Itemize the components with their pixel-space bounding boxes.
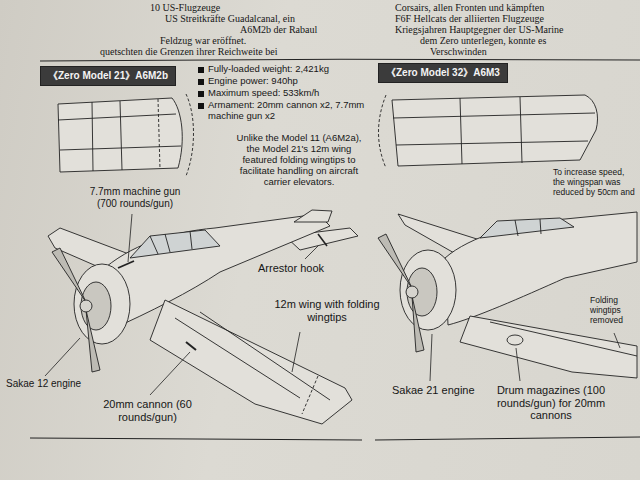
body-text: Corsairs, allen Fronten und kämpften [395,2,635,14]
leader-line [430,334,432,381]
wing-planform [392,95,598,166]
propeller [52,248,100,372]
body-text: Verschwinden [430,46,550,58]
body-text: A6M2b der Rabaul [240,24,360,36]
callout-label: Folding wingtips removed [590,296,636,325]
leader-line [292,332,300,372]
body-text: F6F Hellcats der alliierten Flugzeuge [395,13,635,25]
header-band: 《Zero Model 21》A6M2b [40,66,176,86]
propeller [378,234,424,352]
callout-label: Drum magazines (100 rounds/gun) for 20mm… [488,384,614,422]
arrestor-hook [318,234,327,246]
callout-label: Sakae 12 engine [6,378,98,390]
spec-item: Engine power: 940hp [198,76,370,87]
callout-label: Sakae 21 engine [392,384,492,397]
rule-line [40,59,640,61]
rule-line [30,438,362,440]
canopy-frame [150,231,192,254]
header-text: 《Zero Model 32》A6M3 [386,66,500,80]
tail-fin [294,210,332,222]
note-text: Unlike the Model 11 (A6M2a), the Model 2… [236,133,362,188]
rule-line [375,437,640,440]
leader-line [128,214,132,262]
callout-label: 12m wing with folding wingtips [268,298,386,323]
spec-item: Armament: 20mm cannon x2, 7.7mm machine … [198,100,370,122]
body-text: quetschten die Grenzen ihrer Reichweite … [100,46,350,58]
fold-line [302,376,318,414]
fuselage [445,212,637,325]
body-text: dem Zero unterlegen, konnte es [420,35,630,47]
panel-line [490,322,637,356]
callout-label: 7.7mm machine gun (700 rounds/gun) [80,186,190,209]
spinner [406,286,418,298]
engine-cowling [74,264,130,344]
leader-line [516,348,520,381]
note-text: To increase speed, the wingspan was redu… [553,168,637,197]
cannon-barrel [186,342,196,350]
wingtip-outline [186,94,194,176]
canopy [480,218,574,238]
spinner [80,300,92,312]
near-wing [460,316,637,378]
machine-gun [118,261,134,268]
spec-item: Maximum speed: 533km/h [198,88,370,99]
drum-magazine [507,335,523,345]
panel-line [58,101,181,171]
cowling-intake [81,282,111,330]
leader-line [614,333,620,348]
panel-line [393,97,595,164]
fold-line [158,99,160,169]
leader-line [45,338,80,376]
canopy [130,230,220,258]
header-band: 《Zero Model 32》A6M3 [378,63,508,83]
leader-line [305,246,318,259]
callout-label: Arrestor hook [258,262,348,275]
engine-cowling [400,250,456,330]
header-text: 《Zero Model 21》A6M2b [48,69,168,83]
wing-planform [58,98,182,172]
canopy-frame [515,219,541,236]
body-text: 10 US-Flugzeuge [150,2,350,14]
spec-item: Fully-loaded weight: 2,421kg [198,64,370,75]
body-text: Kriegsjahren Hauptgegner der US-Marine [395,24,635,36]
leader-line [150,352,190,395]
wingtip-outline [379,95,387,168]
panel-line [175,312,330,400]
body-text: Feldzug war eröffnet. [160,35,320,47]
cowling-intake [407,268,437,316]
callout-label: 20mm cannon (60 rounds/gun) [95,398,200,423]
body-text: US Streitkräfte Guadalcanal, ein [165,13,365,25]
